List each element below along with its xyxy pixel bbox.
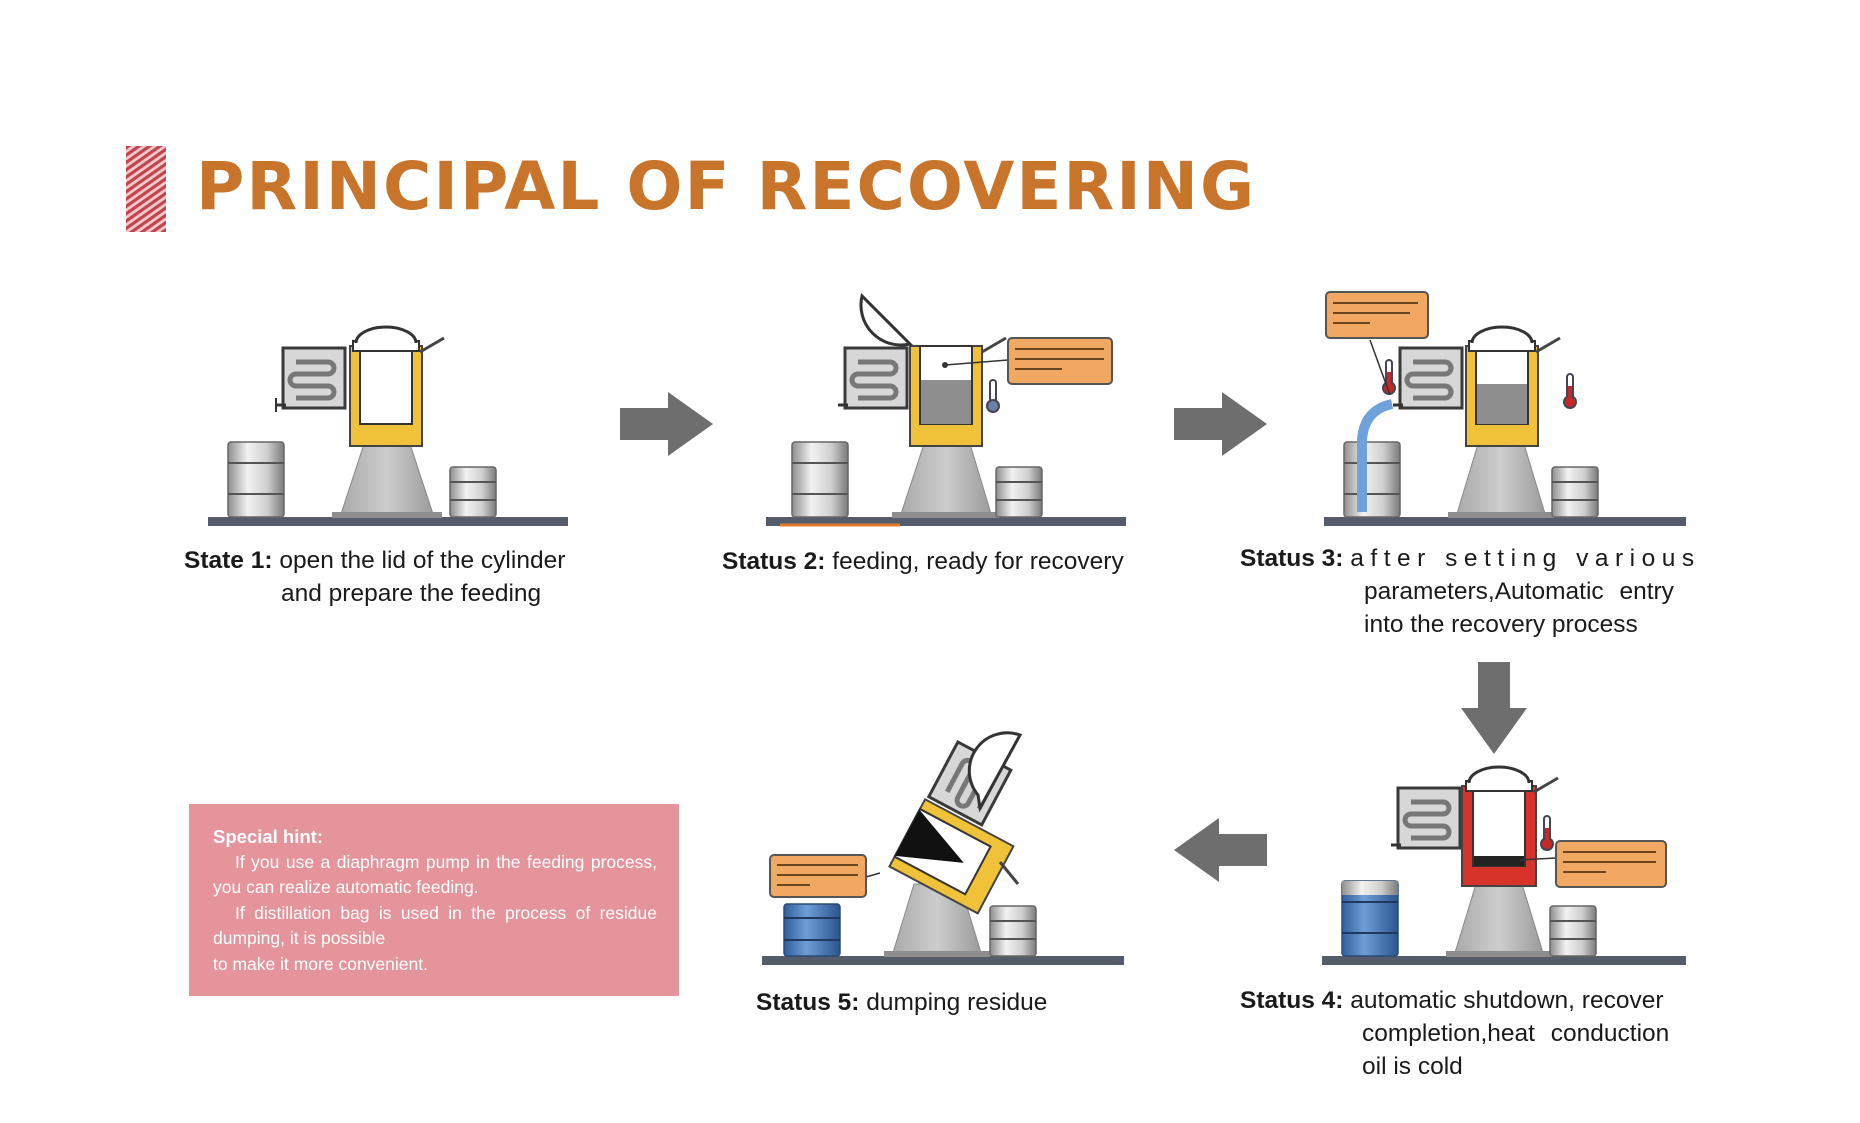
- step-text-line: automatic shutdown, recover: [1350, 987, 1664, 1014]
- step-caption-2: Status 2: feeding, ready for recovery: [722, 545, 1192, 578]
- step-caption-5: Status 5: dumping residue: [756, 986, 1176, 1019]
- hint-paragraph: If distillation bag is used in the proce…: [213, 902, 657, 949]
- step-text-line: into the recovery process: [1364, 611, 1638, 638]
- thermometer-icon: [1382, 359, 1396, 395]
- scene-status-5: [762, 731, 1124, 965]
- right-arrow-icon: [620, 392, 713, 456]
- thermometer-icon: [1563, 373, 1577, 409]
- step-text-line: after setting various: [1350, 545, 1701, 572]
- page-title: PRINCIPAL OF RECOVERING: [196, 148, 1257, 225]
- thermometer-icon: [986, 379, 1000, 413]
- step-caption-3: Status 3: after setting various paramete…: [1240, 542, 1730, 641]
- scene-status-4: [1322, 765, 1686, 965]
- step-label: Status 4:: [1240, 987, 1344, 1014]
- step-label: State 1:: [184, 547, 273, 574]
- right-arrow-icon: [1174, 392, 1267, 456]
- step-caption-4: Status 4: automatic shutdown, recover co…: [1240, 984, 1740, 1083]
- step-label: Status 2:: [722, 548, 826, 575]
- special-hint-box: Special hint: If you use a diaphragm pum…: [189, 804, 679, 996]
- scene-status-2: [766, 293, 1126, 527]
- step-text-line: oil is cold: [1362, 1053, 1463, 1080]
- left-arrow-icon: [1174, 818, 1267, 882]
- step-label: Status 3:: [1240, 545, 1344, 572]
- step-label: Status 5:: [756, 989, 860, 1016]
- step-caption-1: State 1: open the lid of the cylinder an…: [184, 544, 624, 610]
- step-text-line: and prepare the feeding: [281, 580, 542, 607]
- step-text-line: feeding, ready for recovery: [832, 548, 1124, 575]
- hint-paragraph: If you use a diaphragm pump in the feedi…: [213, 851, 657, 898]
- hint-paragraph: to make it more convenient.: [213, 953, 428, 974]
- thermometer-icon: [1540, 815, 1554, 851]
- step-text-line: parameters,Automatic entry: [1364, 578, 1674, 605]
- step-text-line: completion,heat conduction: [1362, 1020, 1670, 1047]
- striped-title-mark: [126, 146, 166, 232]
- scene-state-1: [208, 325, 568, 526]
- hint-heading: Special hint:: [213, 826, 323, 847]
- step-text-line: dumping residue: [866, 989, 1048, 1016]
- scene-status-3: [1324, 291, 1686, 526]
- down-arrow-icon: [1461, 662, 1527, 754]
- step-text-line: open the lid of the cylinder: [279, 547, 566, 574]
